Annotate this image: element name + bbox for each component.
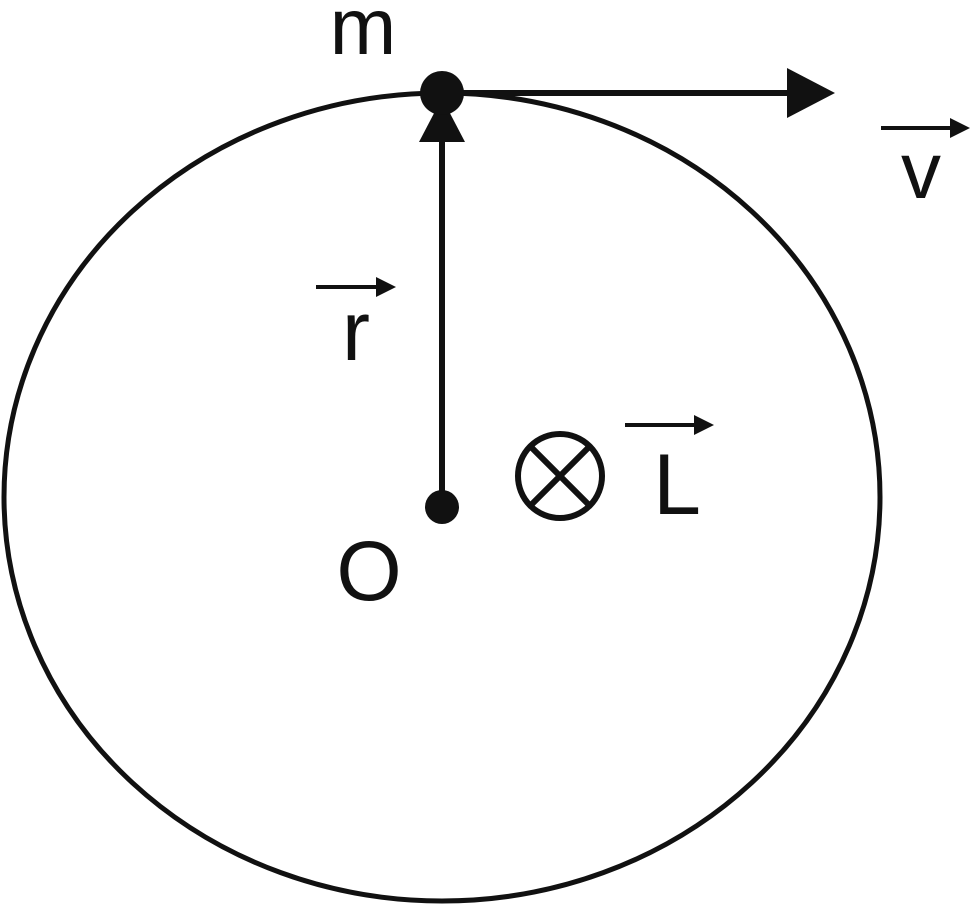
- velocity-overhead-arrow-icon: [881, 118, 970, 138]
- radius-label: r: [342, 284, 370, 378]
- radius-label-group: r: [316, 277, 396, 378]
- angular-momentum-label: L: [653, 437, 701, 533]
- mass-point: [420, 71, 464, 115]
- velocity-vector-arrowhead: [787, 68, 835, 118]
- mass-label: m: [330, 0, 397, 71]
- velocity-label-group: v: [881, 118, 970, 215]
- into-page-symbol-icon: [515, 431, 605, 521]
- angular-momentum-label-group: L: [625, 415, 714, 533]
- velocity-label: v: [901, 126, 941, 215]
- radius-vector-arrowhead: [419, 98, 465, 142]
- radius-overhead-arrow-icon: [316, 277, 396, 297]
- origin-label: O: [336, 524, 401, 618]
- angular-momentum-overhead-arrow-icon: [625, 415, 714, 435]
- origin-point: [425, 490, 459, 524]
